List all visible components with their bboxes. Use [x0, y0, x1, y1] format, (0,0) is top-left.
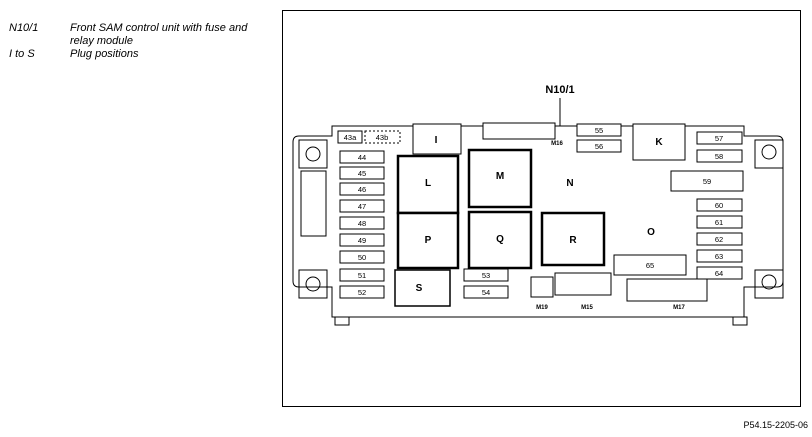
fuse-43b: 43b [364, 130, 401, 144]
mount-ear [298, 269, 328, 299]
svg-text:45: 45 [358, 169, 366, 178]
fuse-59: 59 [670, 170, 744, 192]
svg-text:65: 65 [646, 261, 654, 270]
fuse-54: 54 [463, 285, 509, 299]
svg-text:R: R [569, 235, 577, 246]
fuse-62: 62 [696, 232, 743, 246]
legend-row: I to S Plug positions [9, 48, 260, 61]
relay-q: Q [467, 210, 533, 270]
relay-o: O [647, 227, 655, 238]
relay-l: L [396, 154, 460, 215]
legend: N10/1 Front SAM control unit with fuse a… [9, 22, 260, 61]
relay-p: P [396, 211, 460, 270]
fuse-47: 47 [339, 199, 385, 213]
svg-text:63: 63 [715, 252, 723, 261]
fuse-60: 60 [696, 198, 743, 212]
svg-text:44: 44 [358, 153, 366, 162]
fuse-56: 56 [576, 139, 622, 153]
mount-hole [761, 144, 777, 160]
svg-text:M: M [496, 171, 504, 182]
svg-text:64: 64 [715, 269, 723, 278]
svg-text:S: S [416, 283, 423, 294]
fuse-58: 58 [696, 149, 743, 163]
legend-code: N10/1 [9, 22, 39, 34]
relay-k: K [632, 123, 686, 161]
svg-text:46: 46 [358, 185, 366, 194]
legend-desc: Front SAM control unit with fuse and rel… [70, 22, 248, 47]
mount-tab [732, 316, 748, 326]
svg-text:49: 49 [358, 236, 366, 245]
svg-text:55: 55 [595, 126, 603, 135]
fuse-53: 53 [463, 268, 509, 282]
svg-text:59: 59 [703, 177, 711, 186]
svg-text:58: 58 [715, 152, 723, 161]
fuse-44: 44 [339, 150, 385, 164]
fuse-43a: 43a [337, 130, 363, 144]
connector-m15-body [554, 272, 612, 296]
fuse-box-diagram: N10/1 43a 43b 44 45 46 47 48 49 50 51 52… [292, 84, 784, 326]
fuse-57: 57 [696, 131, 743, 145]
svg-text:51: 51 [358, 271, 366, 280]
svg-text:K: K [655, 137, 663, 148]
relay-m: M [467, 148, 533, 209]
connector-m16-label: M16 [551, 141, 563, 147]
relay-i: I [412, 123, 462, 155]
svg-text:52: 52 [358, 288, 366, 297]
fuse-65: 65 [613, 254, 687, 276]
diagram-frame: N10/1 43a 43b 44 45 46 47 48 49 50 51 52… [282, 10, 801, 407]
svg-text:62: 62 [715, 235, 723, 244]
svg-text:Q: Q [496, 234, 504, 245]
svg-text:61: 61 [715, 218, 723, 227]
fuse-51: 51 [339, 268, 385, 282]
callout-label: N10/1 [545, 84, 574, 96]
svg-text:L: L [425, 178, 431, 189]
mount-hole [305, 276, 321, 292]
side-slot [300, 170, 327, 237]
fuse-61: 61 [696, 215, 743, 229]
mount-hole [305, 146, 321, 162]
mount-tab [334, 316, 350, 326]
relay-n: N [566, 178, 573, 189]
fuse-52: 52 [339, 285, 385, 299]
connector-m19-label: M19 [536, 305, 548, 311]
figure-reference: P54.15-2205-06 [743, 420, 808, 430]
fuse-46: 46 [339, 182, 385, 196]
legend-row: N10/1 Front SAM control unit with fuse a… [9, 22, 260, 48]
fuse-48: 48 [339, 216, 385, 230]
fuse-63: 63 [696, 249, 743, 263]
connector-m17-body [626, 278, 708, 302]
fuse-64: 64 [696, 266, 743, 280]
svg-text:60: 60 [715, 201, 723, 210]
svg-text:54: 54 [482, 288, 490, 297]
legend-code: I to S [9, 48, 35, 60]
svg-text:57: 57 [715, 134, 723, 143]
connector-m17-label: M17 [673, 305, 685, 311]
fuse-50: 50 [339, 250, 385, 264]
fuse-49: 49 [339, 233, 385, 247]
mount-hole [761, 274, 777, 290]
svg-text:47: 47 [358, 202, 366, 211]
legend-desc: Plug positions [70, 48, 139, 60]
connector-m16-body [482, 122, 556, 140]
svg-text:43a: 43a [344, 133, 357, 142]
mount-ear [298, 139, 328, 169]
svg-text:50: 50 [358, 253, 366, 262]
relay-r: R [540, 211, 606, 267]
fuse-45: 45 [339, 166, 385, 180]
svg-text:43b: 43b [376, 133, 389, 142]
mount-ear [754, 139, 784, 169]
svg-text:P: P [425, 235, 432, 246]
svg-text:56: 56 [595, 142, 603, 151]
svg-text:53: 53 [482, 271, 490, 280]
svg-text:48: 48 [358, 219, 366, 228]
mount-ear [754, 269, 784, 299]
fuse-55: 55 [576, 123, 622, 137]
connector-m19-body [530, 276, 554, 298]
connector-m15-label: M15 [581, 305, 593, 311]
relay-s: S [394, 269, 451, 307]
svg-text:I: I [435, 135, 438, 146]
